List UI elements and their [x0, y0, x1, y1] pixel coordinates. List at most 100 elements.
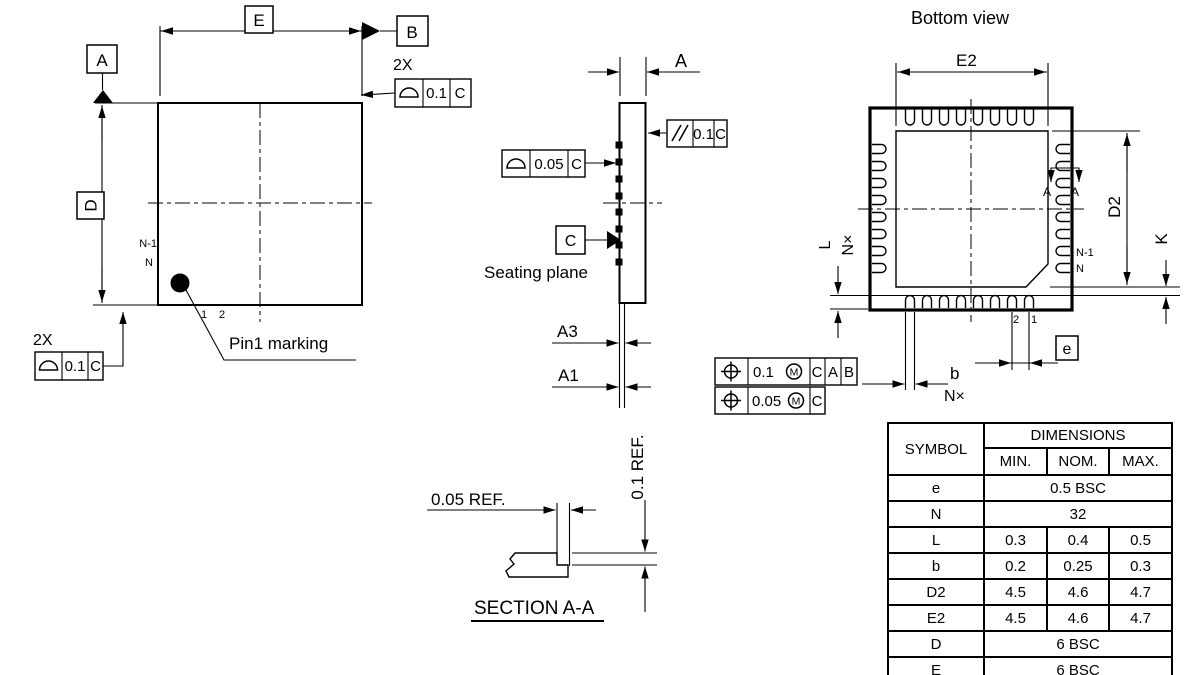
pin-number-n: N	[145, 257, 153, 269]
symbol-cell: L	[887, 526, 985, 554]
package-side-outline	[618, 102, 647, 304]
symbol-cell: D	[887, 630, 985, 658]
dim-label-E: E	[253, 11, 264, 30]
exposed-pad-outline	[895, 130, 1049, 288]
pin-number-2: 2	[219, 309, 225, 321]
datum-box-A	[86, 44, 118, 74]
datum-label-B: B	[406, 23, 417, 42]
table-row: L 0.3 0.4 0.5	[887, 526, 1173, 554]
symbol-cell: D2	[887, 578, 985, 606]
dim-label-D2: D2	[1105, 196, 1124, 218]
dim-label-K: K	[1152, 233, 1171, 245]
table-header-max: MAX.	[1108, 447, 1173, 476]
leader-arrow	[360, 90, 396, 98]
tolerance-value: 0.1	[65, 358, 86, 375]
dim-label-A: A	[675, 51, 687, 71]
table-row: e 0.5 BSC	[887, 474, 1173, 502]
table-row: E2 4.5 4.6 4.7	[887, 604, 1173, 632]
symbol-cell: N	[887, 500, 985, 528]
profile-surface-icon	[38, 360, 59, 371]
min-cell: 4.5	[983, 604, 1048, 632]
tolerance-datum: C	[455, 85, 466, 102]
dim-label-L: L	[817, 240, 834, 249]
nom-cell: 4.6	[1046, 604, 1110, 632]
parallelism-icon	[671, 124, 689, 142]
datum-label-A: A	[96, 51, 108, 70]
table-row: E 6 BSC	[887, 656, 1173, 675]
bottom-view: Bottom view	[714, 8, 1180, 415]
table-header-min: MIN.	[983, 447, 1048, 476]
pin-number-n: N	[1076, 263, 1084, 275]
profile-surface-icon	[399, 87, 419, 98]
datum-label-C: C	[565, 233, 577, 250]
tolerance-value: 0.05	[752, 393, 781, 410]
nom-cell: 4.6	[1046, 578, 1110, 606]
max-cell: 0.5	[1108, 526, 1173, 554]
nom-cell: 0.25	[1046, 552, 1110, 580]
tolerance-datum: C	[812, 364, 823, 381]
dim-label-A3: A3	[557, 322, 578, 341]
table-header-dimensions: DIMENSIONS	[983, 422, 1173, 449]
datum-triangle-a-icon	[93, 90, 113, 103]
value-cell: 32	[983, 500, 1173, 528]
count-label-nx: N×	[840, 235, 857, 256]
dim-label-E2: E2	[956, 51, 977, 70]
tolerance-value: 0.1	[693, 126, 714, 143]
datum-box-C	[555, 225, 586, 255]
pin-number-n-1: N-1	[1076, 247, 1094, 259]
table-row: D2 4.5 4.6 4.7	[887, 578, 1173, 606]
section-title: SECTION A-A	[474, 598, 595, 619]
table-header-nom: NOM.	[1046, 447, 1110, 476]
mmc-label: M	[790, 367, 799, 379]
side-view: A 0.1 C 0.05 C C Seating plane A3 A1	[484, 51, 728, 408]
ref-dim-01: 0.1 REF.	[628, 434, 647, 499]
pin-number-2: 2	[1013, 314, 1019, 326]
tolerance-datum: A	[828, 364, 838, 381]
leader-arrow	[103, 312, 127, 367]
mmc-icon	[785, 363, 803, 380]
value-cell: 6 BSC	[983, 630, 1173, 658]
dim-label-b: b	[950, 364, 959, 383]
min-cell: 0.2	[983, 552, 1048, 580]
section-label-a: A	[1071, 185, 1079, 199]
symbol-cell: E	[887, 656, 985, 675]
position-tolerance-frame-1: 0.1 M C A B	[714, 357, 858, 386]
section-aa: 0.05 REF. 0.1 REF. SECTION A-A	[427, 434, 657, 622]
symbol-cell: E2	[887, 604, 985, 632]
table-row: b 0.2 0.25 0.3	[887, 552, 1173, 580]
nom-cell: 0.4	[1046, 526, 1110, 554]
pin1-dot	[170, 273, 190, 293]
bottom-view-pins	[872, 109, 1070, 308]
value-cell: 0.5 BSC	[983, 474, 1173, 502]
lead-cross-section	[505, 552, 569, 578]
max-cell: 4.7	[1108, 578, 1173, 606]
max-cell: 4.7	[1108, 604, 1173, 632]
symbol-cell: b	[887, 552, 985, 580]
count-label-nx: N×	[944, 388, 965, 405]
ref-dim-005: 0.05 REF.	[431, 490, 506, 509]
side-leads	[615, 141, 623, 266]
dim-label-D: D	[82, 199, 101, 211]
table-row: N 32	[887, 500, 1173, 528]
section-label-a: A	[1043, 185, 1051, 199]
table-row: D 6 BSC	[887, 630, 1173, 658]
datum-box-B	[396, 15, 429, 47]
tolerance-value: 0.05	[534, 156, 563, 173]
dim-label-box-D	[76, 191, 105, 220]
dim-label-box-E	[244, 5, 274, 34]
min-cell: 0.3	[983, 526, 1048, 554]
count-label-2x: 2X	[393, 57, 413, 74]
tolerance-datum: C	[571, 156, 582, 173]
seating-plane-label: Seating plane	[484, 263, 588, 282]
symbol-cell: e	[887, 474, 985, 502]
position-icon	[721, 390, 741, 411]
dim-label-box-e	[1055, 335, 1079, 361]
max-cell: 0.3	[1108, 552, 1173, 580]
pin1-marking-label: Pin1 marking	[229, 334, 328, 353]
tolerance-frame	[34, 351, 104, 381]
datum-triangle-c-icon	[607, 231, 621, 249]
tolerance-datum: C	[90, 358, 101, 375]
dim-label-A1: A1	[558, 366, 579, 385]
tolerance-datum: B	[844, 364, 854, 381]
